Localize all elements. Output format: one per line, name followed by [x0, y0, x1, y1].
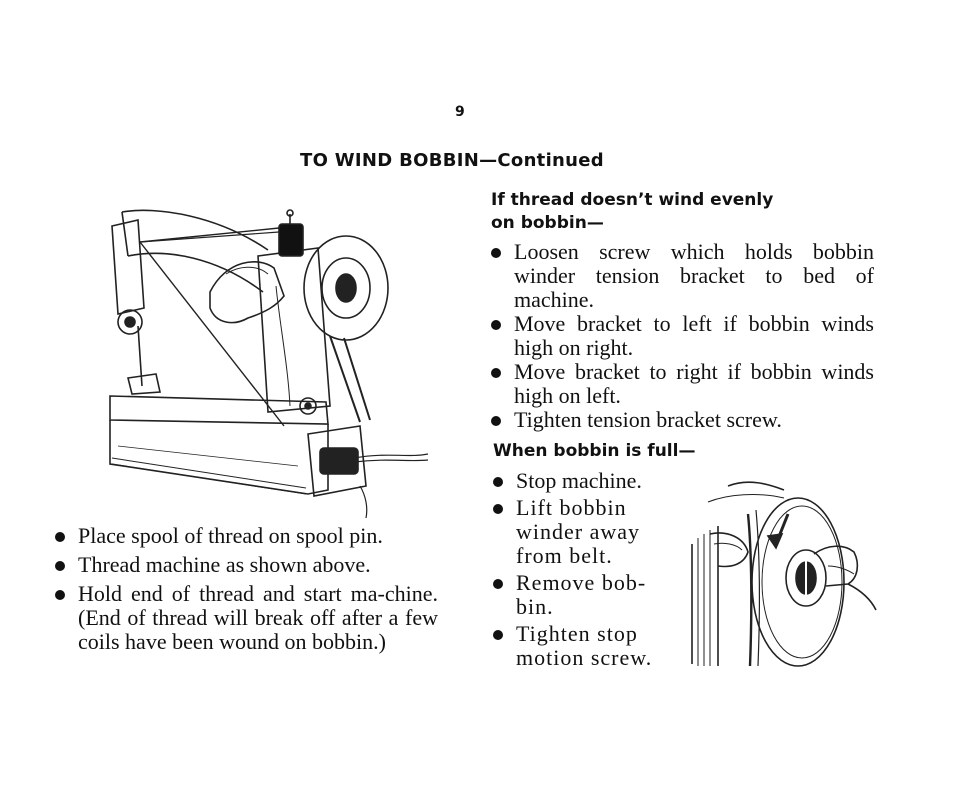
bobbin-full-steps: Stop machine. Lift bobbin winder away fr… — [493, 469, 668, 673]
bullet-icon — [55, 532, 65, 542]
spool-instructions-list: Place spool of thread on spool pin. Thre… — [55, 524, 438, 659]
list-item: Move bracket to right if bobbin winds hi… — [491, 360, 874, 408]
list-item: Lift bobbin winder away from belt. — [493, 496, 668, 568]
bobbin-winder-illustration — [691, 481, 877, 667]
bullet-icon — [493, 477, 503, 487]
bullet-icon — [493, 579, 503, 589]
list-item: Remove bob-bin. — [493, 571, 668, 619]
list-item: Hold end of thread and start ma-chine. (… — [55, 582, 438, 654]
bullet-icon — [55, 561, 65, 571]
list-item: Tighten tension bracket screw. — [491, 408, 874, 432]
uneven-winding-steps: Loosen screw which holds bobbin winder t… — [491, 240, 874, 432]
bobbin-full-heading: When bobbin is full— — [493, 441, 696, 461]
bullet-icon — [55, 590, 65, 600]
bullet-icon — [493, 504, 503, 514]
list-item: Thread machine as shown above. — [55, 553, 438, 577]
bullet-icon — [493, 630, 503, 640]
bullet-icon — [491, 416, 501, 426]
list-item: Stop machine. — [493, 469, 668, 493]
list-item: Place spool of thread on spool pin. — [55, 524, 438, 548]
list-item: Tighten stop motion screw. — [493, 622, 668, 670]
page-title: TO WIND BOBBIN—Continued — [300, 150, 604, 171]
page-number: 9 — [455, 104, 465, 120]
bullet-icon — [491, 368, 501, 378]
sewing-machine-illustration — [109, 209, 429, 518]
bullet-icon — [491, 320, 501, 330]
list-item: Loosen screw which holds bobbin winder t… — [491, 240, 874, 312]
bullet-icon — [491, 248, 501, 258]
list-item: Move bracket to left if bobbin winds hig… — [491, 312, 874, 360]
uneven-winding-heading: If thread doesn’t wind evenly on bobbin— — [491, 190, 774, 233]
